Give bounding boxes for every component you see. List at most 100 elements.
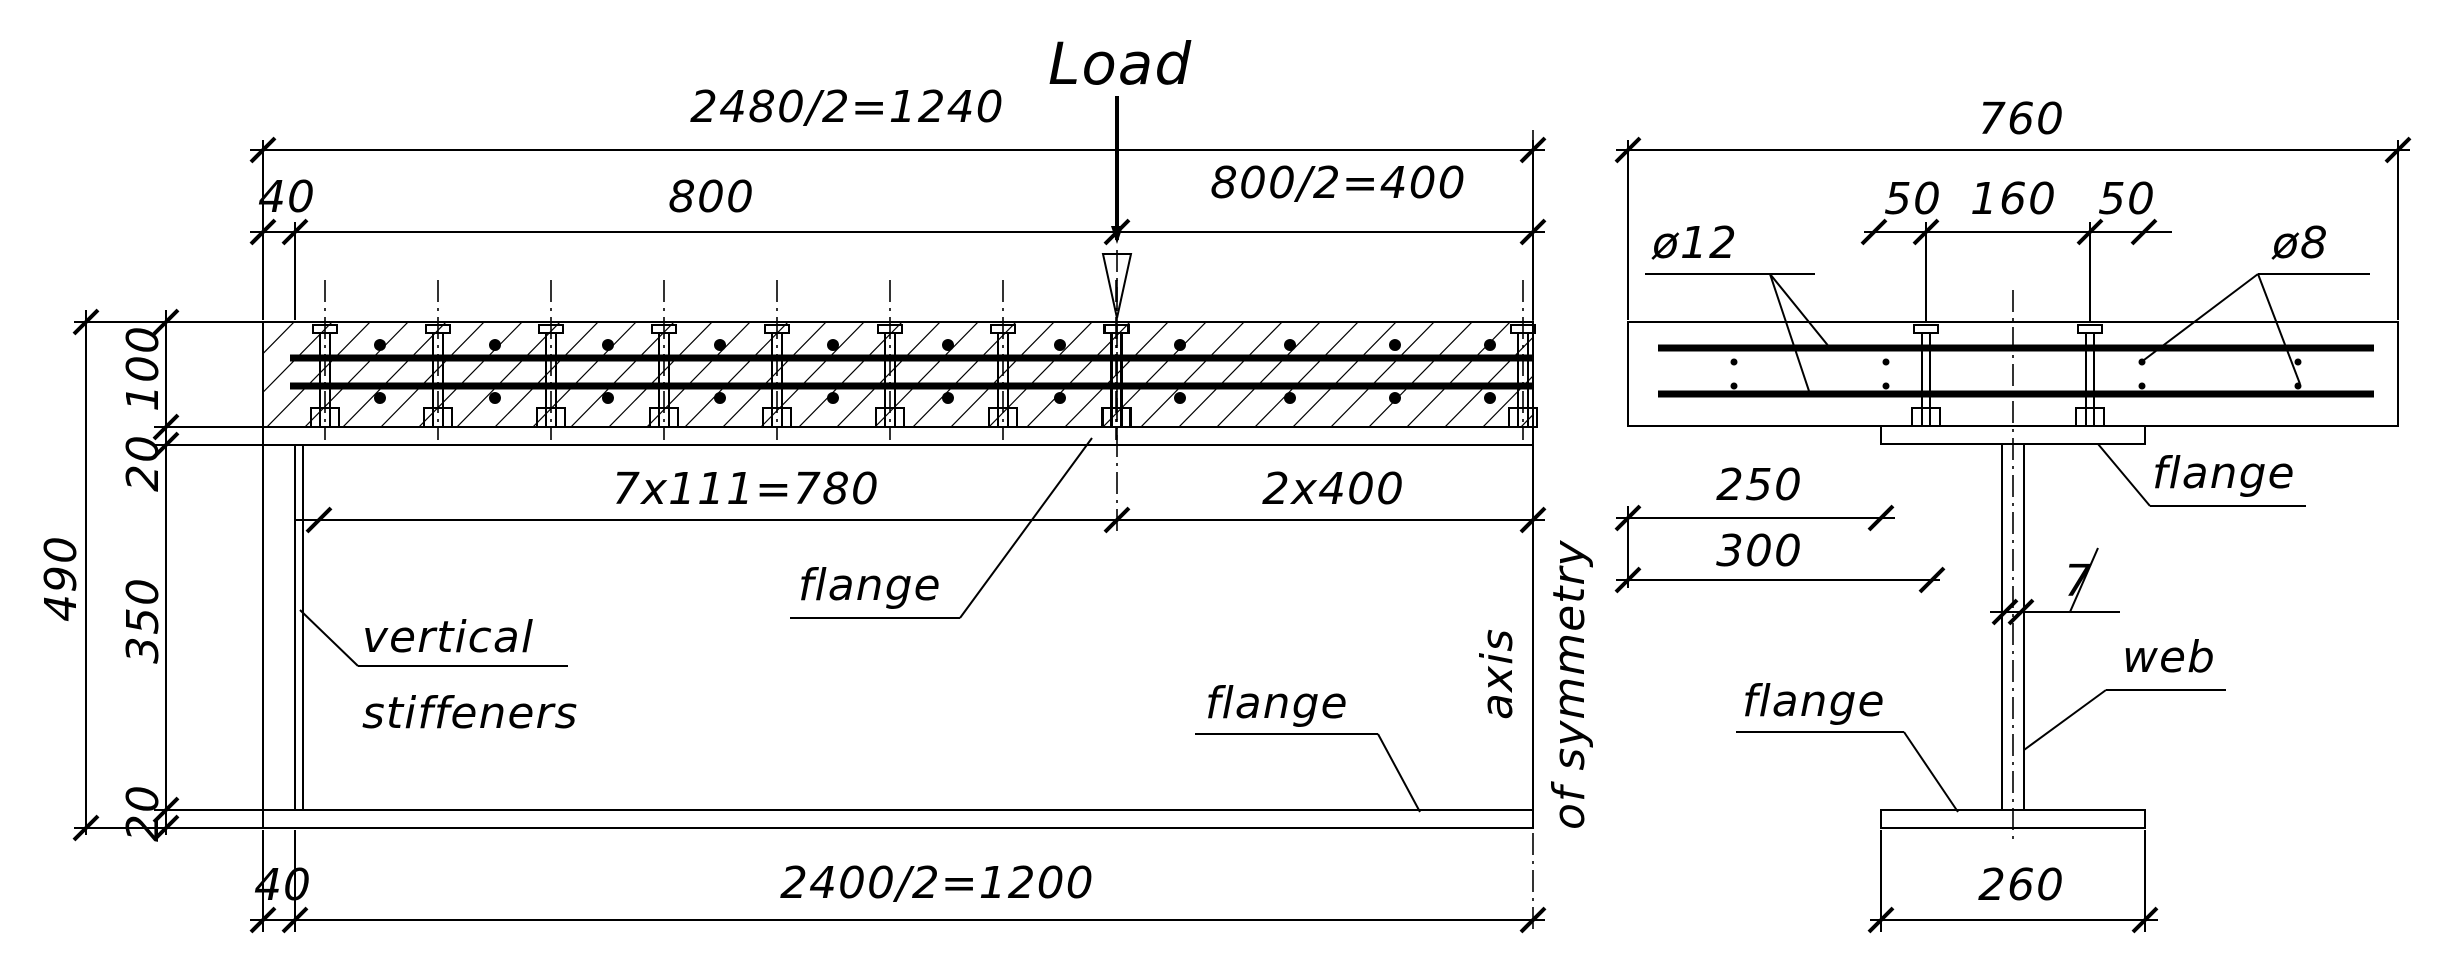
tick	[1103, 218, 1131, 246]
stiffener-leader	[299, 609, 359, 667]
phi8-leader-1	[2143, 273, 2259, 361]
hatch-line	[1330, 322, 1435, 427]
of-symmetry-label: of symmetry	[1544, 539, 1595, 830]
tick	[72, 308, 100, 336]
tick	[281, 218, 309, 246]
tick	[152, 814, 180, 842]
hatch-line	[646, 322, 751, 427]
rebar-dot	[489, 339, 501, 351]
hatch-line	[1556, 318, 1666, 430]
elevation-view: 2480/2=1240 40 800 800/2=400 Load 7x111=…	[36, 30, 1780, 934]
flange-top-left-label: flange	[798, 560, 942, 611]
dim-300-text: 300	[1716, 526, 1803, 577]
hatch-line	[263, 322, 295, 355]
hatch-line	[532, 322, 637, 427]
tick	[1519, 218, 1547, 246]
stiffeners-label: stiffeners	[362, 688, 578, 739]
tick	[2007, 598, 2035, 626]
vertical-label: vertical	[362, 612, 534, 663]
tick	[1867, 906, 1895, 934]
hatch-line	[1632, 318, 1742, 430]
section-bottom-flange	[1880, 809, 2146, 829]
hatch-line	[722, 322, 827, 427]
axis-label: axis	[1472, 628, 1523, 720]
dim-7x111-text: 7x111=780	[612, 464, 880, 515]
dim-20-bottom-text: 20	[118, 784, 169, 842]
tick	[2130, 218, 2158, 246]
dim-760-text: 760	[1978, 94, 2065, 145]
hatch-line	[1102, 322, 1207, 427]
hatch-line	[1482, 375, 1533, 427]
tick	[249, 136, 277, 164]
phi8-label: ø8	[2271, 218, 2329, 269]
rebar-dot	[1054, 339, 1066, 351]
dim-50-left-text: 50	[1884, 174, 1942, 225]
rebar-dot	[942, 392, 954, 404]
rebar-dot	[489, 392, 501, 404]
phi8-leader-2	[2257, 273, 2301, 385]
rebar-dot	[374, 339, 386, 351]
tick	[1860, 218, 1888, 246]
flange-top-right-leader	[2097, 443, 2151, 507]
tick	[2131, 906, 2159, 934]
tick	[152, 796, 180, 824]
tick	[1103, 506, 1131, 534]
hatch-line	[418, 322, 523, 427]
dim-50-right-text: 50	[2098, 174, 2156, 225]
cross-section-view: 760 50 160 50 ø12 ø8 250 300	[1614, 94, 2412, 934]
rebar-dot	[1284, 392, 1296, 404]
rebar-dot	[1054, 392, 1066, 404]
hatch-line	[608, 322, 713, 427]
tick	[1519, 506, 1547, 534]
hatch-line	[1368, 322, 1473, 427]
flange-top-leader	[959, 437, 1093, 619]
flange-bottom-left-label: flange	[1205, 678, 1349, 729]
rebar-dot	[1174, 339, 1186, 351]
hatch-line	[912, 322, 1017, 427]
hatch-line	[1670, 318, 1780, 430]
shear-connectors	[310, 280, 1538, 440]
shear-connector	[1508, 280, 1538, 440]
bottom-flange	[262, 809, 1534, 829]
tick	[1614, 136, 1642, 164]
dim-total-bottom-text: 2400/2=1200	[780, 858, 1095, 909]
tick	[152, 413, 180, 441]
load-label: Load	[1048, 30, 1192, 98]
rebar-dot	[1284, 339, 1296, 351]
rebar-dot	[1389, 392, 1401, 404]
tick	[1912, 218, 1940, 246]
flange-bottom-right-leader	[1903, 731, 1959, 813]
flange-bottom-right-label: flange	[1742, 676, 1886, 727]
section-shear-connector-right	[2075, 324, 2105, 427]
dim-2x400-text: 2x400	[1262, 464, 1405, 515]
tick	[2076, 218, 2104, 246]
dim-total-top-text: 2480/2=1240	[690, 82, 1005, 133]
rebar-dot	[1389, 339, 1401, 351]
shear-connector	[536, 280, 566, 440]
tick	[1991, 598, 2019, 626]
dim-40-top-text: 40	[258, 172, 316, 223]
rebar-dot	[602, 392, 614, 404]
web-leader	[2023, 689, 2107, 751]
shear-connector	[423, 280, 453, 440]
phi12-leader-1	[1769, 273, 1831, 349]
tick	[1918, 566, 1946, 594]
tick	[249, 218, 277, 246]
rebar-dot	[942, 339, 954, 351]
dim-100-text: 100	[118, 325, 169, 412]
phi12-leader-2	[1769, 273, 1811, 395]
top-flange	[262, 426, 1534, 446]
dim-350-text: 350	[118, 577, 169, 664]
hatch-line	[1594, 318, 1704, 430]
tick	[249, 906, 277, 934]
rebar-dot	[1484, 392, 1496, 404]
tick	[1519, 136, 1547, 164]
web-thk-leader	[2069, 547, 2099, 613]
hatch-line	[1254, 322, 1359, 427]
rebar-dot	[374, 392, 386, 404]
hatch-line	[684, 322, 789, 427]
hatch-line	[1140, 322, 1245, 427]
dim-800-text: 800	[668, 172, 755, 223]
hatch-line	[263, 322, 333, 394]
